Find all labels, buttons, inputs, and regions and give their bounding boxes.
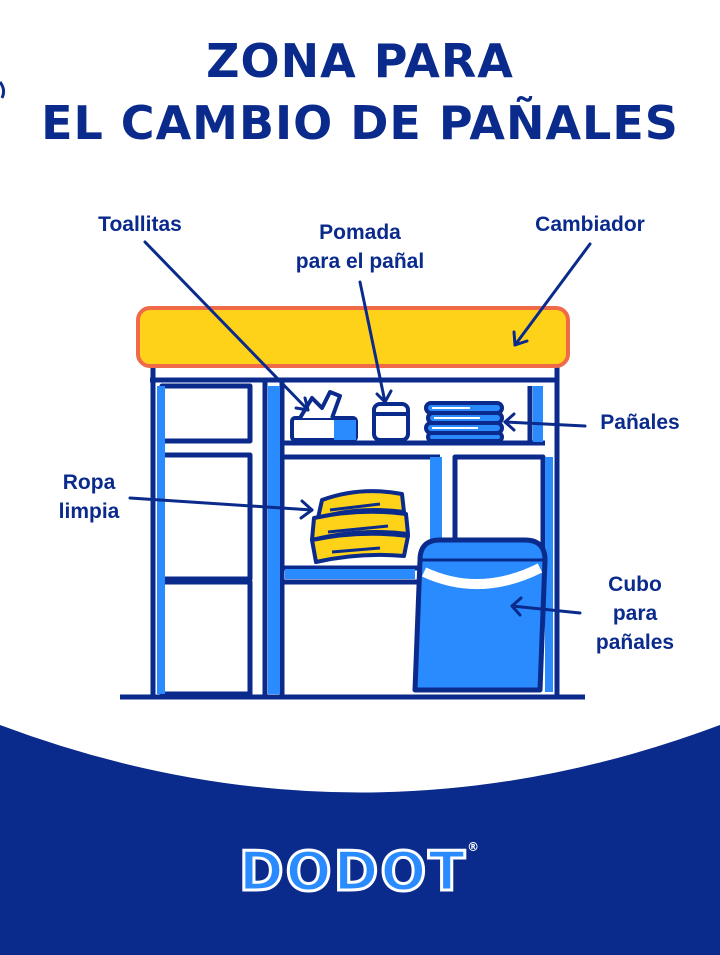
arrow-pomada bbox=[358, 280, 387, 404]
label-cubo-line2: para bbox=[612, 602, 658, 625]
arrow-panales bbox=[503, 420, 587, 428]
label-pomada-line1: Pomada bbox=[319, 221, 401, 244]
arrow-cubo bbox=[510, 604, 582, 615]
label-ropa: Ropa limpia bbox=[44, 468, 134, 526]
dodot-logo: DODOT® bbox=[0, 839, 720, 905]
page-title: ZONA PARA EL CAMBIO DE PAÑALES bbox=[0, 30, 720, 154]
diaper-stack bbox=[424, 401, 504, 443]
label-pomada-line2: para el pañal bbox=[295, 250, 425, 273]
decor-mark bbox=[0, 81, 6, 99]
cream-jar bbox=[372, 402, 410, 442]
registered-mark: ® bbox=[467, 840, 482, 854]
label-pomada: Pomada para el pañal bbox=[280, 218, 440, 276]
diaper-bin bbox=[412, 537, 548, 693]
label-panales: Pañales bbox=[590, 408, 690, 437]
changing-pad bbox=[136, 306, 570, 368]
arrow-toallitas bbox=[143, 240, 310, 412]
wipes-box bbox=[290, 390, 358, 442]
callout-arrows bbox=[128, 240, 592, 617]
label-cambiador-text: Cambiador bbox=[535, 213, 645, 236]
arrow-cambiador bbox=[513, 242, 592, 347]
label-cambiador: Cambiador bbox=[520, 210, 660, 239]
clothes-pile bbox=[310, 489, 410, 564]
dodot-logo-text: DODOT bbox=[237, 839, 468, 905]
arrow-ropa bbox=[128, 496, 314, 512]
label-toallitas-text: Toallitas bbox=[98, 213, 182, 236]
label-ropa-line1: Ropa bbox=[62, 471, 116, 494]
label-cubo-line3: pañales bbox=[595, 631, 675, 654]
label-cubo: Cubo para pañales bbox=[585, 570, 685, 657]
title-line-2: EL CAMBIO DE PAÑALES bbox=[41, 96, 679, 150]
label-ropa-line2: limpia bbox=[58, 500, 120, 523]
label-toallitas: Toallitas bbox=[80, 210, 200, 239]
title-line-1: ZONA PARA bbox=[206, 34, 514, 88]
label-panales-text: Pañales bbox=[600, 411, 680, 434]
label-cubo-line1: Cubo bbox=[608, 573, 662, 596]
